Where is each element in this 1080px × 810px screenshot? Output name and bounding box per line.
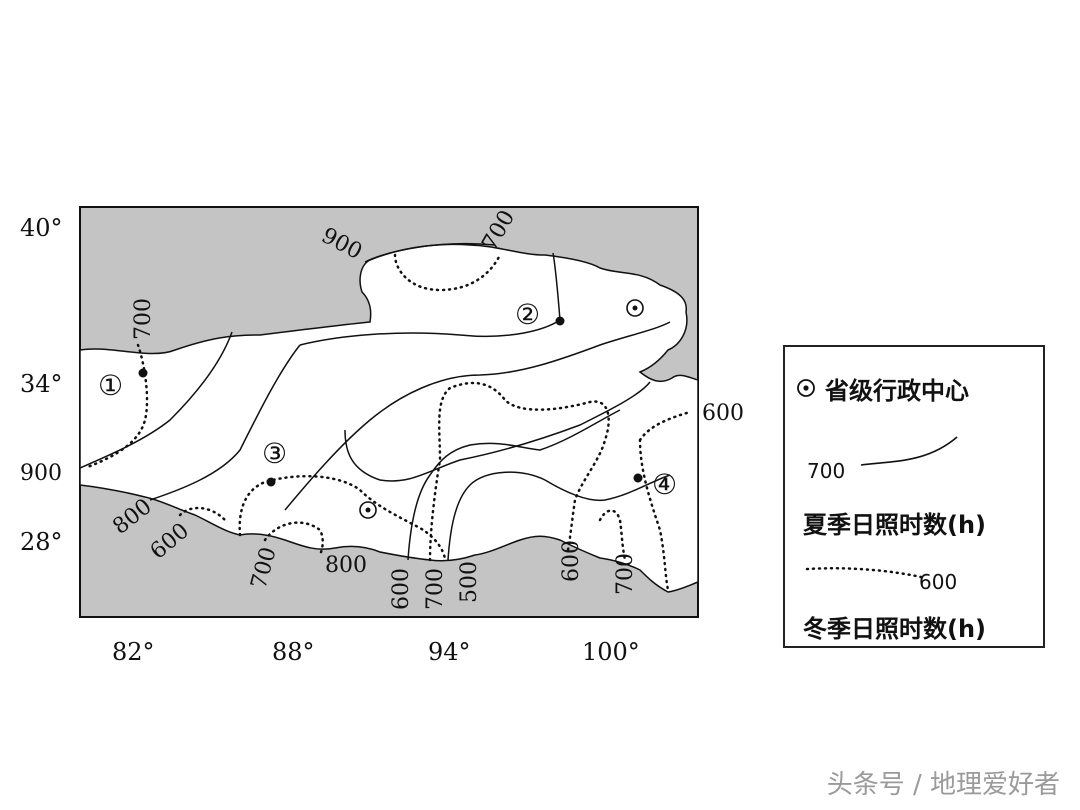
isoline-label: 900 — [20, 461, 62, 486]
winter-line-icon — [805, 567, 923, 579]
winter-isolines — [83, 253, 692, 592]
site-label-1: ① — [98, 369, 123, 402]
site-label-3: ③ — [262, 437, 287, 470]
watermark: 头条号 / 地理爱好者 — [826, 770, 1060, 800]
lat-label: 40° — [20, 214, 63, 242]
latitude-labels: 40° 34° 28° — [20, 214, 63, 556]
site-dot-1 — [138, 368, 148, 378]
isoline-label: 700 — [131, 298, 156, 340]
legend-winter-sample: 600 — [919, 570, 958, 594]
isoline-label: 600 — [702, 401, 744, 426]
site-label-4: ④ — [652, 468, 677, 501]
legend: 省级行政中心 700 夏季日照时数(h) 600 冬季日照时数(h) — [783, 345, 1045, 648]
site-dot-3 — [266, 477, 276, 487]
legend-winter-label: 冬季日照时数(h) — [803, 615, 987, 643]
site-dot-4 — [633, 473, 643, 483]
lon-label: 88° — [272, 638, 315, 666]
isoline-label: 600 — [389, 568, 414, 610]
region-area — [79, 243, 699, 593]
longitude-labels: 82° 88° 94° 100° — [112, 638, 640, 666]
legend-summer-sample: 700 — [807, 459, 846, 483]
isoline-label: 800 — [325, 553, 367, 578]
site-labels: ① ② ③ ④ — [98, 298, 677, 501]
isoline-label: 600 — [559, 540, 584, 582]
summer-isolines — [79, 242, 671, 561]
isoline-label: 700 — [423, 568, 448, 610]
summer-line-icon — [860, 436, 958, 466]
lat-label: 28° — [20, 528, 63, 556]
site-dot-2 — [555, 316, 565, 326]
capital-markers — [359, 299, 644, 519]
legend-summer-label: 夏季日照时数(h) — [803, 511, 987, 539]
lat-label: 34° — [20, 370, 63, 398]
site-label-2: ② — [515, 298, 540, 331]
capital-legend-icon — [797, 379, 815, 397]
legend-capital-label: 省级行政中心 — [825, 377, 969, 405]
isoline-label: 700 — [613, 553, 638, 595]
lon-label: 82° — [112, 638, 155, 666]
lon-label: 94° — [428, 638, 471, 666]
lon-label: 100° — [582, 638, 640, 666]
isoline-label: 500 — [457, 561, 482, 603]
